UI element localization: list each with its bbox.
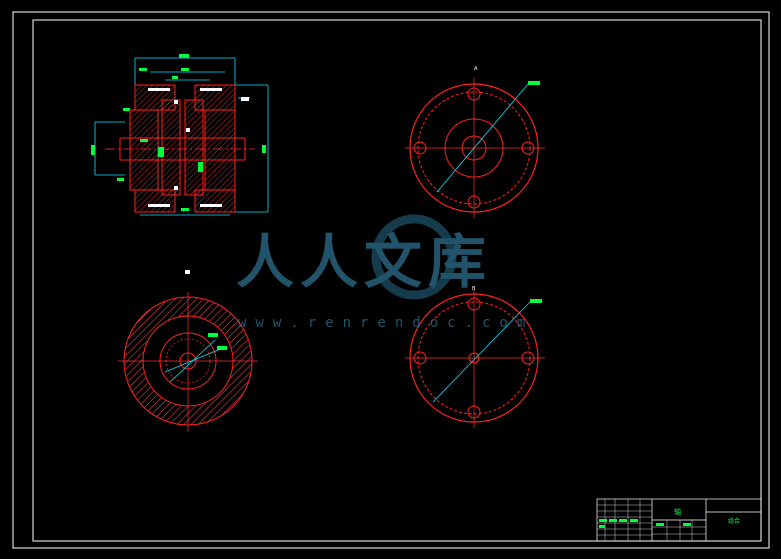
flange-view-a: A [405, 66, 545, 218]
title-block-code: 组合 [728, 517, 740, 525]
view-marker-a: A [474, 66, 478, 72]
ring-view [118, 270, 258, 432]
watermark-url: www.renrendoc.com [238, 315, 534, 331]
flange-view-b: B [405, 286, 545, 428]
view-marker-b: B [472, 286, 476, 292]
inner-frame [32, 19, 762, 542]
title-block-title: 轴 [674, 507, 681, 516]
watermark: 人人文库 www.renrendoc.com [236, 214, 534, 331]
outer-frame [12, 11, 770, 549]
title-block [596, 498, 762, 542]
section-view [91, 54, 269, 216]
watermark-brand: 人人文库 [236, 228, 492, 296]
